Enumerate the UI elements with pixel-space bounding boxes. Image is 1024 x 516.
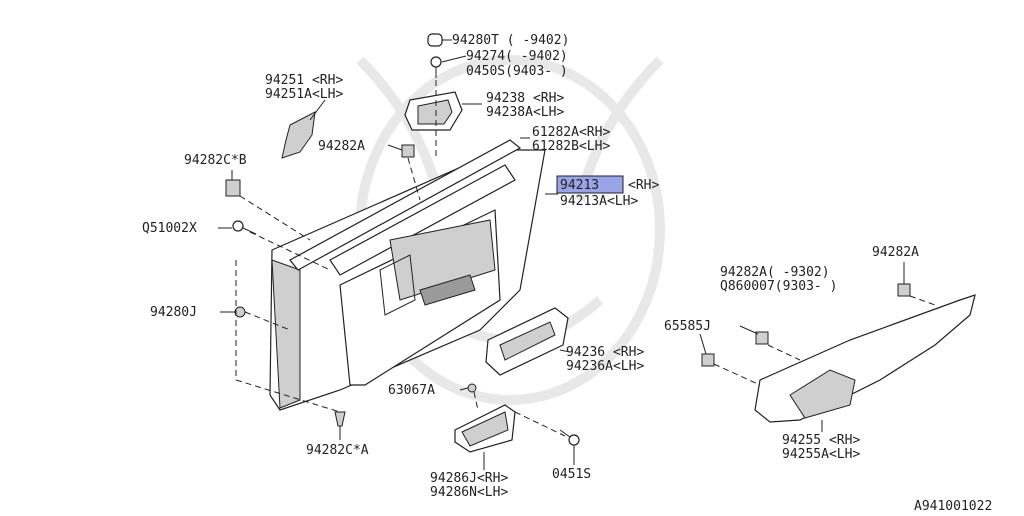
label-61282A[interactable]: 61282A<RH>	[532, 125, 610, 140]
label-94274[interactable]: 94274( -9402)	[466, 49, 568, 64]
assembly-guides	[235, 80, 936, 437]
label-94282A-top[interactable]: 94282A	[318, 139, 365, 154]
clip-Q860007	[755, 331, 769, 345]
screw-0451S	[559, 429, 580, 446]
label-94251[interactable]: 94251 <RH>	[265, 73, 343, 88]
label-94238[interactable]: 94238 <RH>	[486, 91, 564, 106]
label-61282B[interactable]: 61282B<LH>	[532, 139, 610, 154]
label-94282C-A[interactable]: 94282C*A	[306, 443, 369, 458]
clip-65585J	[701, 353, 715, 367]
label-94236A[interactable]: 94236A<LH>	[566, 359, 644, 374]
label-94236[interactable]: 94236 <RH>	[566, 345, 644, 360]
part-labels: 94280T ( -9402) 94274( -9402) 0450S(9403…	[142, 33, 992, 514]
screw-Q51002X	[232, 220, 257, 235]
diagram-id: A941001022	[914, 499, 992, 512]
label-94280J[interactable]: 94280J	[150, 305, 197, 320]
label-94255[interactable]: 94255 <RH>	[782, 433, 860, 448]
screw-94274	[430, 56, 442, 78]
label-65585J[interactable]: 65585J	[664, 319, 711, 334]
weatherstrip-61282	[289, 139, 522, 271]
door-trim-panel	[269, 149, 546, 411]
clip-94282C-B	[225, 179, 241, 197]
cap-94280T	[427, 33, 443, 47]
clip-94282A-top	[401, 144, 415, 158]
label-63067A[interactable]: 63067A	[388, 383, 435, 398]
label-94282A-right[interactable]: 94282A	[872, 245, 919, 260]
label-94251A[interactable]: 94251A<LH>	[265, 87, 343, 102]
label-94213-rh[interactable]: <RH>	[628, 178, 659, 193]
label-94286N[interactable]: 94286N<LH>	[430, 485, 508, 500]
label-Q51002X[interactable]: Q51002X	[142, 221, 197, 236]
clip-63067A	[467, 383, 477, 393]
label-Q860007[interactable]: Q860007(9303- )	[720, 279, 837, 294]
label-94213[interactable]: 94213	[560, 178, 599, 193]
bracket-94251	[281, 111, 316, 159]
label-94238A[interactable]: 94238A<LH>	[486, 105, 564, 120]
lower-trim-94255	[754, 294, 976, 423]
clip-94282A-right	[897, 283, 911, 297]
label-94282A-range[interactable]: 94282A( -9302)	[720, 265, 830, 280]
label-0451S[interactable]: 0451S	[552, 467, 591, 482]
pocket-94286	[454, 404, 516, 453]
label-0450S[interactable]: 0450S(9403- )	[466, 64, 568, 79]
label-94282C-B[interactable]: 94282C*B	[184, 153, 247, 168]
label-94286J[interactable]: 94286J<RH>	[430, 471, 508, 486]
cup-94238	[404, 91, 463, 131]
label-94255A[interactable]: 94255A<LH>	[782, 447, 860, 462]
part-highlight-94213[interactable]	[556, 175, 624, 194]
label-94280T[interactable]: 94280T ( -9402)	[452, 33, 569, 48]
leader-lines	[218, 39, 905, 470]
clip-94282C-A	[334, 411, 346, 427]
label-94213A[interactable]: 94213A<LH>	[560, 194, 638, 209]
handle-bezel-94236	[485, 307, 569, 376]
